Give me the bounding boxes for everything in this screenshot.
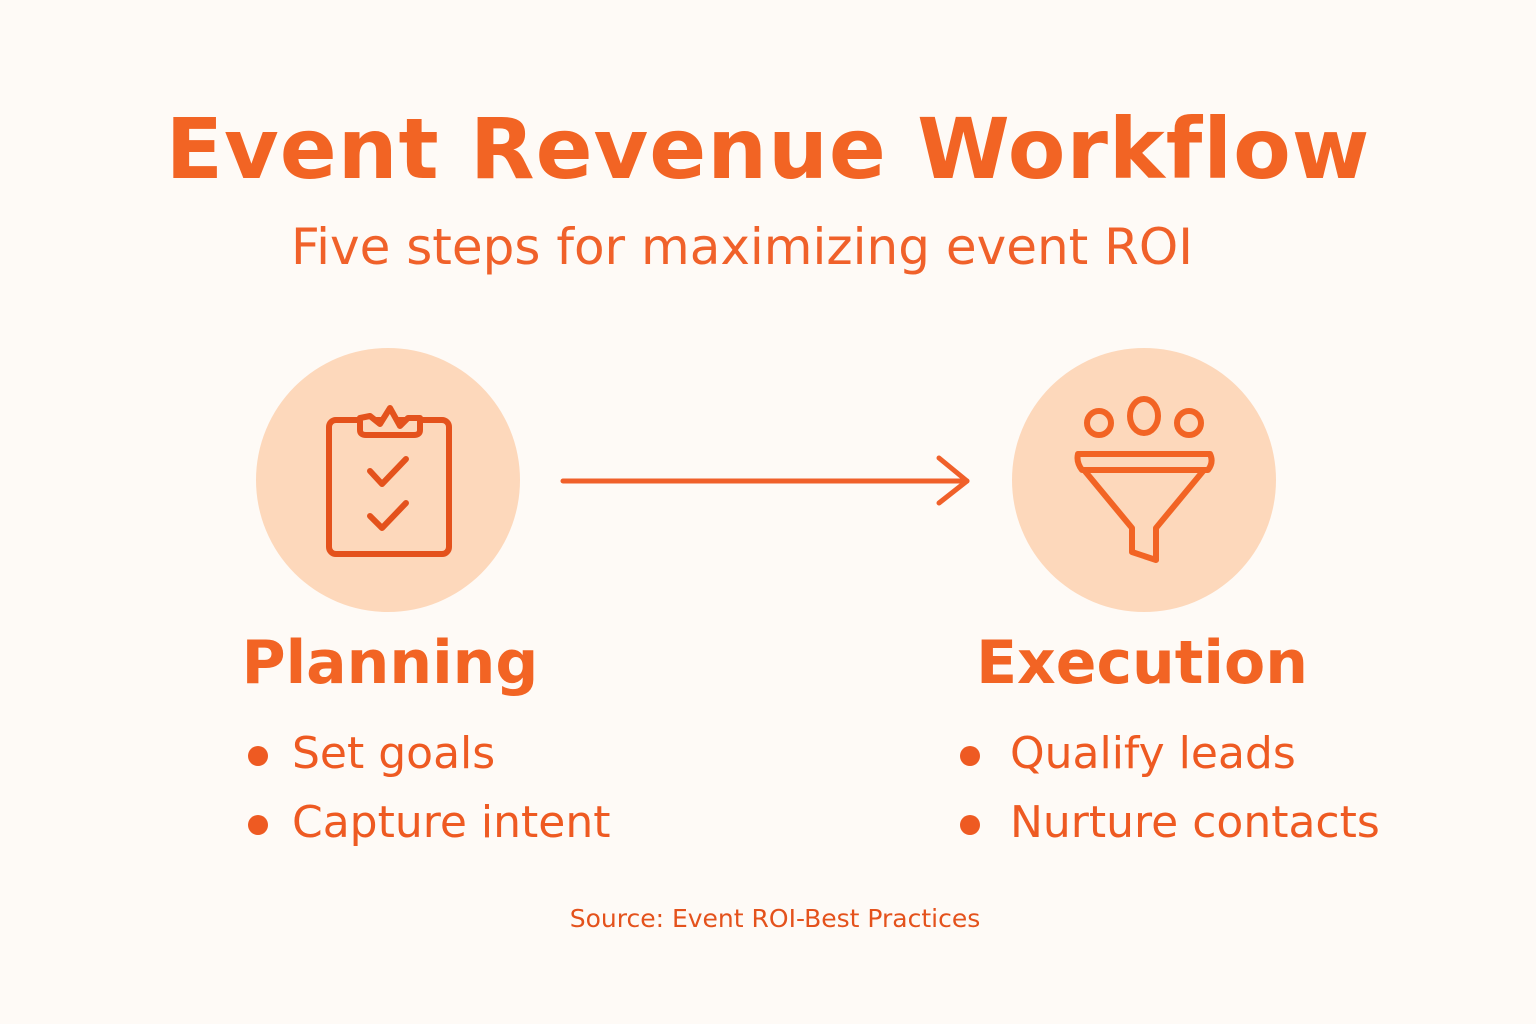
right-arrow-icon [560, 455, 970, 506]
planning-icon-circle [256, 348, 520, 612]
page-title: Event Revenue Workflow [165, 100, 1371, 198]
clipboard-check-icon [326, 405, 452, 557]
bullet-dot [248, 815, 268, 835]
step-heading-planning: Planning [241, 628, 539, 698]
source-note: Source: Event ROI-Best Practices [569, 904, 981, 933]
step-heading-execution: Execution [976, 628, 1308, 698]
bullet-dot [960, 815, 980, 835]
bullet-set-goals: Set goals [292, 728, 496, 779]
page-subtitle: Five steps for maximizing event ROI [290, 218, 1194, 276]
bullet-dot [248, 746, 268, 766]
funnel-icon [1074, 396, 1215, 563]
bullet-qualify-leads: Qualify leads [1010, 728, 1296, 779]
bullet-nurture-contacts: Nurture contacts [1010, 797, 1380, 848]
execution-icon-circle [1012, 348, 1276, 612]
bullet-capture-intent: Capture intent [292, 797, 611, 848]
bullet-dot [960, 746, 980, 766]
